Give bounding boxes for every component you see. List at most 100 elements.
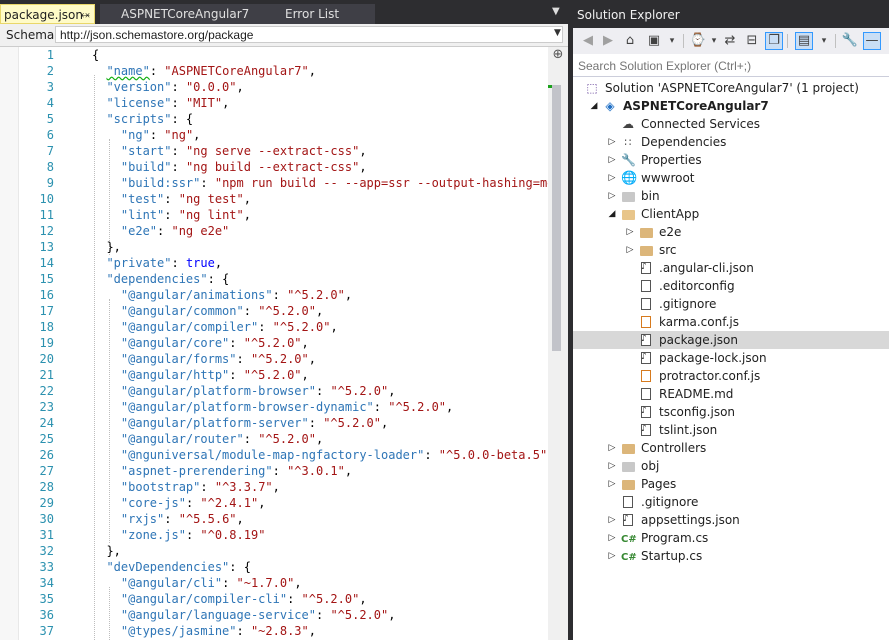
code-token (92, 624, 121, 638)
tree-item[interactable]: ▷Pages (573, 475, 889, 493)
tree-item[interactable]: ◢◈ASPNETCoreAngular7 (573, 97, 889, 115)
tree-item[interactable]: ▷C#Startup.cs (573, 547, 889, 565)
collapsed-arrow-icon[interactable]: ▷ (626, 227, 634, 237)
tree-item[interactable]: ▷🔧Properties (573, 151, 889, 169)
collapsed-arrow-icon[interactable]: ▷ (608, 173, 616, 183)
code-token: , (315, 304, 324, 318)
search-input[interactable] (575, 56, 889, 75)
home-icon[interactable]: ⌂ (625, 33, 635, 48)
tab-overflow-dropdown-icon[interactable]: ▼ (552, 6, 560, 17)
tree-item-label: ClientApp (641, 207, 700, 221)
tree-item[interactable]: ◢ ClientApp (573, 205, 889, 223)
tab-aspnetcoreangular7[interactable]: ASPNETCoreAngular7 (100, 4, 275, 24)
sync-icon[interactable]: ⇄ (724, 33, 736, 48)
tree-item[interactable]: .angular-cli.json (573, 259, 889, 277)
tree-item[interactable]: ▷appsettings.json (573, 511, 889, 529)
collapsed-arrow-icon[interactable]: ▷ (608, 155, 616, 165)
code-token: , (193, 128, 201, 142)
collapsed-arrow-icon[interactable]: ▷ (608, 461, 616, 471)
show-all-files-icon[interactable]: ❐ (765, 32, 783, 50)
code-token: }, (92, 240, 121, 254)
tree-item[interactable]: ▷∷Dependencies (573, 133, 889, 151)
code-token (92, 112, 106, 126)
pin-icon[interactable]: ⬾ (81, 8, 90, 21)
code-token: : (171, 256, 186, 270)
properties-icon[interactable]: ▤ (795, 32, 813, 50)
tree-item[interactable]: ▷bin (573, 187, 889, 205)
split-window-icon[interactable]: ⊕ (552, 47, 564, 62)
code-token: , (446, 400, 454, 414)
tree-item[interactable]: ▷Controllers (573, 439, 889, 457)
dropdown-icon[interactable]: ▾ (711, 36, 717, 46)
collapsed-arrow-icon[interactable]: ▷ (608, 137, 616, 147)
file-icon (639, 297, 653, 311)
collapsed-arrow-icon[interactable]: ▷ (608, 479, 616, 489)
code-token (92, 368, 121, 382)
tree-item[interactable]: tsconfig.json (573, 403, 889, 421)
collapsed-arrow-icon[interactable]: ▷ (626, 245, 634, 255)
outlining-margin[interactable] (80, 47, 92, 640)
collapsed-arrow-icon[interactable]: ▷ (608, 515, 616, 525)
code-token: : { (207, 272, 230, 286)
forward-icon[interactable]: ▶ (603, 33, 613, 48)
line-number: 10 (39, 192, 54, 206)
switch-views-icon[interactable]: ▣ (647, 33, 661, 48)
collapsed-arrow-icon[interactable]: ▷ (608, 551, 616, 561)
tree-item-label: Connected Services (641, 117, 761, 131)
scrollbar-thumb[interactable] (552, 85, 561, 351)
tab-error-list[interactable]: Error List (275, 4, 375, 24)
tree-item[interactable]: ▷🌐wwwroot (573, 169, 889, 187)
line-number: 19 (39, 336, 54, 350)
wrench-icon: 🔧 (621, 153, 636, 167)
tree-item[interactable]: ▷ e2e (573, 223, 889, 241)
tree-item[interactable]: .gitignore (573, 295, 889, 313)
collapsed-arrow-icon[interactable]: ▷ (608, 191, 616, 201)
tree-item[interactable]: ☁Connected Services (573, 115, 889, 133)
tab-label: Error List (285, 7, 340, 21)
tree-item-label: e2e (659, 225, 682, 239)
code-token: "~2.8.3" (250, 624, 309, 638)
code-token: : (243, 432, 259, 446)
settings-icon[interactable]: 🔧 (841, 33, 859, 48)
chevron-down-icon[interactable]: ▼ (554, 28, 561, 38)
tree-item[interactable]: README.md (573, 385, 889, 403)
tree-item-label: obj (641, 459, 660, 473)
tree-item-label: .gitignore (659, 297, 717, 311)
tree-item[interactable]: protractor.conf.js (573, 367, 889, 385)
tab-package-json[interactable]: package.json ⬾ (0, 4, 95, 24)
tree-item[interactable]: ▷ obj (573, 457, 889, 475)
tree-item[interactable]: package.json (573, 331, 889, 349)
dropdown-icon[interactable]: ▾ (821, 36, 827, 46)
code-editor[interactable]: 1{2 "name": "ASPNETCoreAngular7",3 "vers… (0, 47, 562, 640)
tree-item[interactable]: ▷src (573, 241, 889, 259)
code-token: "^5.2.0" (330, 384, 389, 398)
tree-item[interactable]: .gitignore (573, 493, 889, 511)
preview-icon[interactable]: — (863, 32, 881, 50)
schema-selector[interactable]: http://json.schemastore.org/package (55, 26, 563, 43)
line-number: 27 (39, 464, 54, 478)
back-icon[interactable]: ◀ (583, 33, 593, 48)
code-token (92, 64, 106, 78)
line-text: "start": "ng serve --extract-css", (92, 143, 367, 159)
tree-item-label: .editorconfig (659, 279, 735, 293)
dropdown-icon[interactable]: ▾ (669, 36, 675, 46)
expanded-arrow-icon[interactable]: ◢ (608, 209, 616, 219)
collapsed-arrow-icon[interactable]: ▷ (608, 533, 616, 543)
change-marker (548, 85, 552, 88)
csharp-file-icon: C# (621, 534, 637, 545)
history-icon[interactable]: ⌚ (689, 33, 707, 48)
line-number: 4 (46, 96, 54, 110)
expanded-arrow-icon[interactable]: ◢ (590, 101, 598, 111)
tree-item[interactable]: ▷C#Program.cs (573, 529, 889, 547)
tree-item[interactable]: ⬚Solution 'ASPNETCoreAngular7' (1 projec… (573, 79, 889, 97)
collapse-all-icon[interactable]: ⊟ (746, 33, 758, 48)
tree-item[interactable]: tslint.json (573, 421, 889, 439)
collapsed-arrow-icon[interactable]: ▷ (608, 443, 616, 453)
tree-item[interactable]: package-lock.json (573, 349, 889, 367)
tree-item[interactable]: .editorconfig (573, 277, 889, 295)
tree-item[interactable]: karma.conf.js (573, 313, 889, 331)
tree-item-label: package.json (659, 333, 739, 347)
vertical-scrollbar[interactable]: ⊕ (548, 47, 568, 640)
line-text: "@angular/common": "^5.2.0", (92, 303, 323, 319)
pane-splitter[interactable] (568, 0, 573, 640)
